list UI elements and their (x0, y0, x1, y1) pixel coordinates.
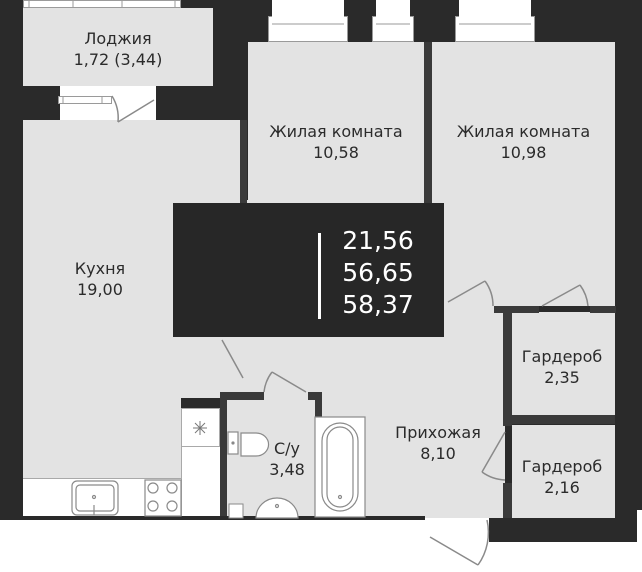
loggia-window (23, 0, 181, 8)
stove-burners-icon (144, 479, 182, 517)
room-name: Гардероб (521, 347, 603, 366)
living2-window-top (459, 0, 531, 17)
total-area-value: 56,65 (342, 258, 414, 287)
kitchen-window (58, 96, 112, 104)
room-wardrobe-1[interactable] (512, 312, 615, 415)
living1-window-top-a (272, 0, 344, 17)
label-living-1: Жилая комната 10,58 (248, 121, 424, 163)
bottom-wall-right (489, 518, 642, 542)
exterior-right-bottom (637, 510, 642, 572)
room-area: 2,16 (544, 478, 580, 497)
label-wardrobe-1: Гардероб 2,35 (512, 346, 612, 388)
washbasin-icon (255, 497, 299, 519)
living2-window (455, 16, 535, 42)
room-area: 3,48 (269, 460, 305, 479)
label-living-2: Жилая комната 10,98 (432, 121, 615, 163)
room-area: 8,10 (420, 444, 456, 463)
room-area: 2,35 (544, 368, 580, 387)
room-area: 19,00 (77, 280, 123, 299)
summary-divider (318, 233, 321, 319)
room-kitchen-lower[interactable] (23, 380, 181, 478)
label-loggia: Лоджия 1,72 (3,44) (38, 28, 198, 70)
room-name: Жилая комната (269, 122, 403, 141)
area-summary-panel: 21,56 56,65 58,37 (173, 203, 444, 337)
bottom-wall (0, 516, 425, 520)
summary-values: 21,56 56,65 58,37 (338, 225, 418, 321)
room-area: 10,98 (500, 143, 547, 162)
living1-window-top-b (376, 0, 410, 17)
living-area-value: 21,56 (342, 226, 414, 255)
room-wardrobe-2[interactable] (512, 425, 615, 520)
snowflake-icon (193, 421, 207, 435)
room-name: Прихожая (395, 423, 481, 442)
door-swings (111, 95, 589, 566)
bathroom-door-opening (264, 388, 308, 402)
room-name: С/у (273, 439, 301, 458)
wall-wardrobe-top-right (590, 306, 616, 313)
room-loggia[interactable] (23, 8, 213, 86)
room-area: 10,58 (313, 143, 359, 162)
label-wardrobe-2: Гардероб 2,16 (512, 456, 612, 498)
label-bathroom: С/у 3,48 (266, 438, 308, 480)
label-kitchen: Кухня 19,00 (50, 258, 150, 300)
wall-kitchen-living (240, 120, 247, 205)
entrance-opening (425, 518, 489, 572)
total-area-loggia-value: 58,37 (342, 290, 414, 319)
toilet-icon (227, 431, 270, 457)
wall-wardrobe-vertical (503, 306, 512, 426)
exterior-bottom (0, 542, 642, 572)
wall-wardrobe-lower (503, 483, 512, 520)
room-name: Лоджия (84, 29, 152, 48)
room-name: Кухня (74, 259, 126, 278)
label-hallway: Прихожая 8,10 (378, 422, 498, 464)
room-living-1[interactable] (248, 42, 424, 204)
kitchen-sink-icon (71, 480, 119, 516)
room-name: Жилая комната (456, 122, 591, 141)
room-name: Гардероб (521, 457, 603, 476)
room-area: 1,72 (3,44) (73, 50, 163, 69)
bathtub-icon (314, 416, 366, 518)
wall-wardrobe-divider (503, 415, 615, 424)
wall-living-divider (424, 42, 432, 207)
window-mullions (28, 0, 531, 104)
bathroom-shelf (228, 503, 244, 519)
wall-wardrobe-top-left (494, 306, 539, 313)
